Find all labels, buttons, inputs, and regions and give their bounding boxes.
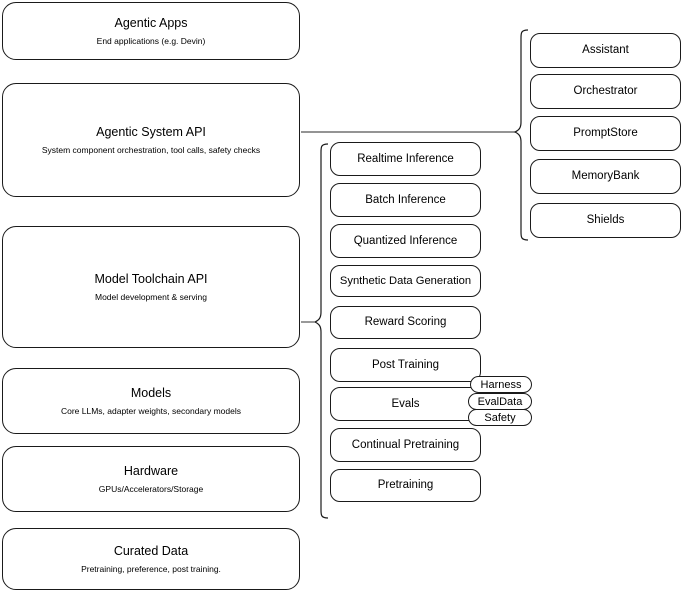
- component-label: Batch Inference: [365, 193, 446, 206]
- brace-agentic-system-components: [513, 29, 529, 241]
- layer-subtitle: Pretraining, preference, post training.: [81, 563, 221, 574]
- component-realtime-inference[interactable]: Realtime Inference: [330, 142, 481, 176]
- layer-title: Agentic System API: [96, 124, 206, 139]
- layer-title: Models: [130, 385, 172, 400]
- layer-subtitle: GPUs/Accelerators/Storage: [98, 483, 204, 494]
- layer-title: Agentic Apps: [114, 15, 188, 30]
- component-continual-pretraining[interactable]: Continual Pretraining: [330, 428, 481, 462]
- layer-title: Model Toolchain API: [94, 271, 208, 286]
- layer-subtitle: Core LLMs, adapter weights, secondary mo…: [60, 405, 241, 416]
- component-pretraining[interactable]: Pretraining: [330, 469, 481, 502]
- component-quantized-inference[interactable]: Quantized Inference: [330, 224, 481, 258]
- component-label: Evals: [391, 397, 420, 410]
- badge-evaldata[interactable]: EvalData: [468, 393, 532, 410]
- brace-model-toolchain-components: [313, 143, 329, 519]
- layer-curated-data[interactable]: Curated Data Pretraining, preference, po…: [2, 528, 300, 590]
- component-orchestrator[interactable]: Orchestrator: [530, 74, 681, 109]
- layer-title: Hardware: [123, 463, 179, 478]
- component-label: Realtime Inference: [357, 152, 454, 165]
- component-label: Post Training: [371, 358, 440, 371]
- badge-safety[interactable]: Safety: [468, 409, 532, 426]
- component-post-training[interactable]: Post Training: [330, 348, 481, 382]
- component-shields[interactable]: Shields: [530, 203, 681, 238]
- component-label: Shields: [586, 214, 625, 227]
- component-label: Orchestrator: [573, 85, 638, 98]
- component-label: MemoryBank: [571, 170, 640, 183]
- layer-title: Curated Data: [113, 543, 189, 558]
- layer-models[interactable]: Models Core LLMs, adapter weights, secon…: [2, 368, 300, 434]
- component-synthetic-data-generation[interactable]: Synthetic Data Generation: [330, 265, 481, 297]
- badge-label: Safety: [484, 411, 516, 424]
- badge-harness[interactable]: Harness: [470, 376, 532, 393]
- component-batch-inference[interactable]: Batch Inference: [330, 183, 481, 217]
- component-label: Synthetic Data Generation: [339, 275, 472, 287]
- component-label: Assistant: [582, 44, 629, 57]
- component-promptstore[interactable]: PromptStore: [530, 116, 681, 151]
- badge-label: EvalData: [477, 395, 523, 408]
- layer-subtitle: End applications (e.g. Devin): [96, 35, 206, 46]
- layer-model-toolchain-api[interactable]: Model Toolchain API Model development & …: [2, 226, 300, 348]
- layer-agentic-system-api[interactable]: Agentic System API System component orch…: [2, 83, 300, 197]
- component-label: Continual Pretraining: [351, 438, 460, 451]
- component-evals[interactable]: Evals: [330, 387, 481, 421]
- layer-subtitle: Model development & serving: [95, 291, 207, 302]
- layer-agentic-apps[interactable]: Agentic Apps End applications (e.g. Devi…: [2, 2, 300, 60]
- component-label: PromptStore: [573, 127, 638, 140]
- layer-hardware[interactable]: Hardware GPUs/Accelerators/Storage: [2, 446, 300, 512]
- component-label: Reward Scoring: [364, 316, 447, 329]
- badge-label: Harness: [480, 378, 522, 391]
- layer-subtitle: System component orchestration, tool cal…: [41, 144, 261, 155]
- component-memorybank[interactable]: MemoryBank: [530, 159, 681, 194]
- component-reward-scoring[interactable]: Reward Scoring: [330, 306, 481, 339]
- component-assistant[interactable]: Assistant: [530, 33, 681, 68]
- component-label: Quantized Inference: [353, 234, 458, 247]
- component-label: Pretraining: [377, 479, 434, 492]
